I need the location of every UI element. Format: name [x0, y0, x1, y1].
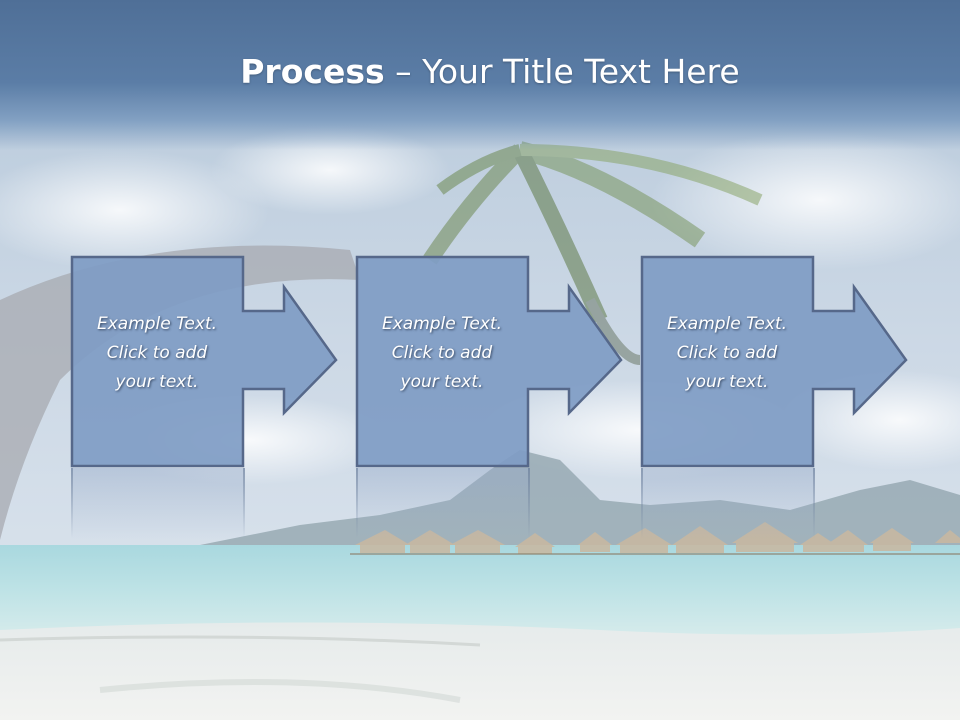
process-step-3[interactable]: Example Text. Click to add your text. [640, 255, 911, 468]
title-bold-part: Process [240, 52, 385, 91]
arrow-right-icon [640, 255, 908, 468]
title-band [0, 0, 960, 150]
step-line-3: your text. [115, 372, 199, 392]
step-text: Example Text. Click to add your text. [71, 310, 243, 397]
step-line-3: your text. [685, 372, 769, 392]
step-3-reflection [641, 468, 815, 540]
arrow-right-icon [70, 255, 338, 468]
step-text: Example Text. Click to add your text. [356, 310, 528, 397]
step-line-2: Click to add [391, 343, 493, 363]
title-separator: – [384, 52, 423, 91]
slide-title[interactable]: Process – Your Title Text Here [0, 52, 960, 91]
process-step-2[interactable]: Example Text. Click to add your text. [355, 255, 626, 468]
step-1-reflection [71, 468, 245, 540]
step-line-1: Example Text. [666, 314, 788, 334]
step-line-3: your text. [400, 372, 484, 392]
step-line-2: Click to add [106, 343, 208, 363]
arrow-right-icon [355, 255, 623, 468]
step-line-1: Example Text. [96, 314, 218, 334]
step-line-1: Example Text. [381, 314, 503, 334]
step-text: Example Text. Click to add your text. [641, 310, 813, 397]
process-step-1[interactable]: Example Text. Click to add your text. [70, 255, 341, 468]
step-2-reflection [356, 468, 530, 540]
title-text-part: Your Title Text Here [422, 52, 740, 91]
step-line-2: Click to add [676, 343, 778, 363]
